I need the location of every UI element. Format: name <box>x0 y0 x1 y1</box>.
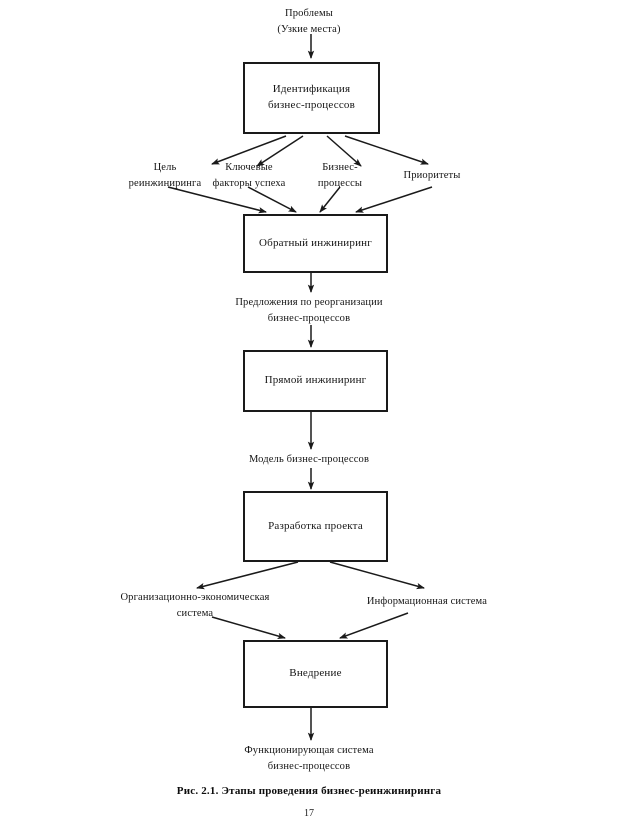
connector-priorities-to-reverse <box>355 186 433 213</box>
node-identification-line2: бизнес-процессов <box>267 99 355 111</box>
label-proposals-line1: Предложения по реорганизации <box>235 297 383 308</box>
connector-goal-to-reverse <box>167 186 267 214</box>
label-goal-line1: Цель <box>153 162 177 173</box>
label-goal-of-reengineering: Цель реинжиниринга <box>104 160 226 192</box>
label-org-economic-system-line2: система <box>176 607 214 619</box>
connector-identification-to-ksf <box>256 135 304 167</box>
figure-caption: Рис. 2.1. Этапы проведения бизнес-реинжи… <box>176 785 442 797</box>
label-org-economic-system-line1: Организационно-экономическая <box>120 592 270 603</box>
connector-org-system-to-implementation <box>211 616 286 640</box>
label-priorities: Приоритеты <box>394 168 470 184</box>
connector-identification-to-processes <box>326 135 362 167</box>
label-business-processes-line1: Бизнес- <box>322 162 358 173</box>
label-goal-line2: реинжиниринга <box>128 177 202 189</box>
label-ksf-line2: факторы успеха <box>212 177 286 189</box>
label-functioning-system-line2: бизнес-процессов <box>267 760 351 772</box>
page-number: 17 <box>304 808 314 819</box>
label-priorities-line1: Приоритеты <box>403 170 461 181</box>
label-functioning-system: Функционирующая система бизнес-процессов <box>0 743 618 775</box>
connector-info-system-to-implementation <box>339 612 409 639</box>
node-implementation-line1: Внедрение <box>289 667 342 680</box>
label-business-processes: Бизнес- процессы <box>306 160 374 192</box>
connector-project-to-org-system <box>196 561 299 590</box>
label-model-line1: Модель бизнес-процессов <box>248 454 370 465</box>
connector-identification-to-priorities <box>344 135 429 165</box>
connector-ksf-to-reverse <box>247 186 297 213</box>
connector-project-to-info-system <box>329 561 425 590</box>
node-project-development-line1: Разработка проекта <box>268 519 363 532</box>
input-label-problems: Проблемы (Узкие места) <box>0 6 618 38</box>
label-functioning-system-line1: Функционирующая система <box>244 745 374 756</box>
node-reverse-engineering[interactable]: Обратный инжиниринг <box>243 214 388 273</box>
input-label-problems-line1: Проблемы <box>285 8 333 19</box>
label-ksf-line1: Ключевые <box>225 162 273 173</box>
connector-identification-to-goal <box>211 135 287 165</box>
label-business-processes-line2: процессы <box>317 177 363 189</box>
label-key-success-factors: Ключевые факторы успеха <box>196 160 302 192</box>
input-label-problems-line2: (Узкие места) <box>277 23 341 35</box>
label-information-system: Информационная система <box>334 594 520 610</box>
node-forward-engineering[interactable]: Прямой инжиниринг <box>243 350 388 412</box>
node-identification[interactable]: Идентификация бизнес-процессов <box>243 62 380 134</box>
label-business-process-model: Модель бизнес-процессов <box>0 452 618 468</box>
label-proposals-line2: бизнес-процессов <box>267 312 351 324</box>
node-identification-line1: Идентификация <box>272 83 351 96</box>
node-reverse-engineering-line1: Обратный инжиниринг <box>259 236 372 249</box>
connector-processes-to-reverse <box>319 186 341 213</box>
node-project-development[interactable]: Разработка проекта <box>243 491 388 562</box>
node-implementation[interactable]: Внедрение <box>243 640 388 708</box>
node-forward-engineering-line1: Прямой инжиниринг <box>264 374 367 387</box>
label-information-system-line1: Информационная система <box>366 596 488 607</box>
label-reorganization-proposals: Предложения по реорганизации бизнес-проц… <box>0 295 618 327</box>
label-org-economic-system: Организационно-экономическая система <box>96 590 294 622</box>
